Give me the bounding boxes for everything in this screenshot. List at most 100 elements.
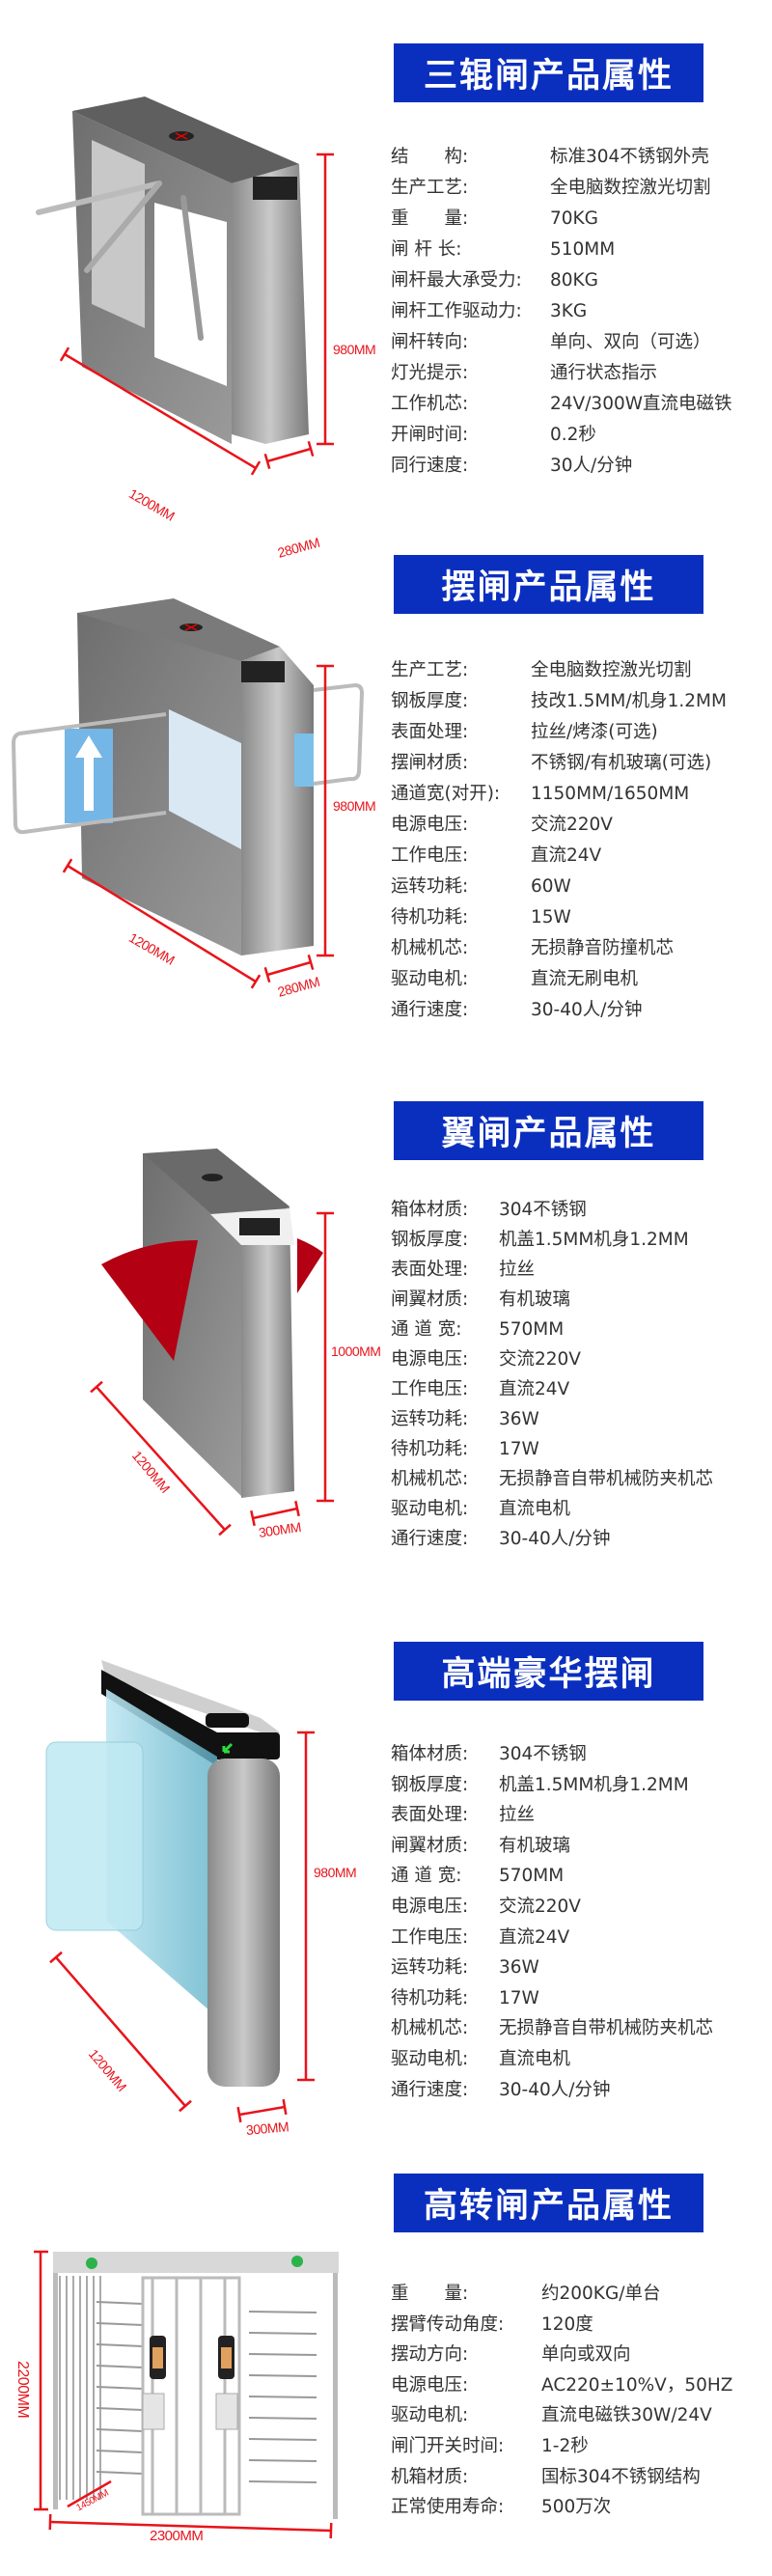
- spec-value: 30-40人/分钟: [531, 997, 643, 1024]
- spec-value: 30-40人/分钟: [499, 2077, 611, 2104]
- spec-label: 工作电压:: [391, 1925, 468, 1952]
- spec-label: 箱体材质:: [391, 1197, 468, 1224]
- spec-label: 驱动电机:: [391, 2402, 468, 2429]
- spec-value: 单向、双向（可选）: [550, 329, 711, 356]
- spec-label: 运转功耗:: [391, 1406, 468, 1433]
- spec-label: 重 量:: [391, 206, 468, 233]
- spec-label: 机械机芯:: [391, 2015, 468, 2042]
- spec-label: 摆臂传动角度:: [391, 2312, 504, 2339]
- spec-label: 闸 杆 长:: [391, 236, 462, 263]
- dimension-height-label: 2200MM: [14, 2361, 31, 2418]
- dimension-height-label: 980MM: [333, 798, 375, 814]
- spec-value: 机盖1.5MM机身1.2MM: [499, 1227, 689, 1254]
- spec-label: 驱动电机:: [391, 2046, 468, 2073]
- spec-label: 待机功耗:: [391, 904, 468, 931]
- spec-label: 通道宽(对开):: [391, 781, 500, 808]
- spec-value: 120度: [541, 2312, 593, 2339]
- spec-value: 304不锈钢: [499, 1197, 587, 1224]
- spec-label: 电源电压:: [391, 1346, 468, 1373]
- spec-value: 交流220V: [531, 812, 613, 839]
- spec-label: 工作机芯:: [391, 391, 468, 418]
- spec-label: 钢板厚度:: [391, 1227, 468, 1254]
- spec-label: 闸翼材质:: [391, 1287, 468, 1314]
- spec-label: 闸杆转向:: [391, 329, 468, 356]
- spec-value: 全电脑数控激光切割: [531, 657, 692, 684]
- spec-value: 15W: [531, 904, 571, 931]
- spec-label: 开闸时间:: [391, 422, 468, 449]
- spec-value: 直流无刷电机: [531, 966, 638, 993]
- spec-label: 通行速度:: [391, 997, 468, 1024]
- spec-value: 304不锈钢: [499, 1741, 587, 1768]
- dimension-height-label: 1000MM: [331, 1343, 380, 1359]
- spec-value: 570MM: [499, 1316, 564, 1343]
- dimension-height-label: 980MM: [314, 1865, 356, 1880]
- spec-label: 待机功耗:: [391, 1436, 468, 1463]
- spec-value: 直流电机: [499, 2046, 570, 2073]
- spec-value: 24V/300W直流电磁铁: [550, 391, 732, 418]
- spec-label: 工作电压:: [391, 1376, 468, 1403]
- spec-label: 同行速度:: [391, 453, 468, 480]
- spec-label: 钢板厚度:: [391, 688, 468, 715]
- spec-value: 通行状态指示: [550, 360, 657, 387]
- spec-label: 闸杆最大承受力:: [391, 267, 522, 294]
- spec-label: 表面处理:: [391, 719, 468, 746]
- spec-label: 机箱材质:: [391, 2464, 468, 2491]
- spec-label: 运转功耗:: [391, 873, 468, 900]
- spec-label: 重 量:: [391, 2281, 468, 2308]
- spec-value: 直流24V: [499, 1376, 569, 1403]
- dimension-height-label: 980MM: [333, 342, 375, 357]
- section-title: 翼闸产品属性: [394, 1101, 703, 1160]
- spec-label: 闸翼材质:: [391, 1833, 468, 1860]
- section-title: 摆闸产品属性: [394, 555, 703, 614]
- spec-value: 交流220V: [499, 1346, 581, 1373]
- spec-value: 510MM: [550, 236, 615, 263]
- spec-label: 摆闸材质:: [391, 750, 468, 777]
- spec-label: 钢板厚度:: [391, 1772, 468, 1799]
- spec-value: 拉丝/烤漆(可选): [531, 719, 658, 746]
- spec-value: 直流电磁铁30W/24V: [541, 2402, 712, 2429]
- section-title: 高端豪华摆闸: [394, 1642, 703, 1701]
- spec-label: 通 道 宽:: [391, 1316, 462, 1343]
- spec-label: 通行速度:: [391, 1526, 468, 1553]
- spec-value: 1-2秒: [541, 2433, 589, 2460]
- spec-value: 30人/分钟: [550, 453, 632, 480]
- spec-value: 80KG: [550, 267, 598, 294]
- spec-label: 通行速度:: [391, 2077, 468, 2104]
- spec-label: 闸杆工作驱动力:: [391, 298, 522, 325]
- spec-value: 有机玻璃: [499, 1287, 570, 1314]
- spec-label: 通 道 宽:: [391, 1863, 462, 1890]
- spec-value: 无损静音自带机械防夹机芯: [499, 2015, 713, 2042]
- spec-value: 0.2秒: [550, 422, 596, 449]
- spec-value: 无损静音自带机械防夹机芯: [499, 1466, 713, 1493]
- spec-value: 3KG: [550, 298, 587, 325]
- spec-value: 全电脑数控激光切割: [550, 175, 711, 202]
- spec-value: 机盖1.5MM机身1.2MM: [499, 1772, 689, 1799]
- spec-value: 有机玻璃: [499, 1833, 570, 1860]
- section-title: 高转闸产品属性: [394, 2174, 703, 2232]
- spec-label: 正常使用寿命:: [391, 2494, 504, 2521]
- spec-label: 运转功耗:: [391, 1954, 468, 1981]
- spec-value: 36W: [499, 1406, 539, 1433]
- spec-value: 交流220V: [499, 1894, 581, 1921]
- spec-label: 生产工艺:: [391, 175, 468, 202]
- spec-label: 电源电压:: [391, 1894, 468, 1921]
- spec-value: 570MM: [499, 1863, 564, 1890]
- spec-label: 待机功耗:: [391, 1985, 468, 2012]
- spec-label: 闸门开关时间:: [391, 2433, 504, 2460]
- spec-value: 17W: [499, 1436, 539, 1463]
- spec-label: 结 构:: [391, 144, 468, 171]
- spec-label: 驱动电机:: [391, 966, 468, 993]
- spec-value: 无损静音防撞机芯: [531, 935, 674, 962]
- spec-value: 直流24V: [531, 843, 601, 870]
- spec-value: 60W: [531, 873, 571, 900]
- spec-label: 电源电压:: [391, 2372, 468, 2399]
- spec-value: 单向或双向: [541, 2341, 631, 2368]
- spec-value: 70KG: [550, 206, 598, 233]
- spec-label: 摆动方向:: [391, 2341, 468, 2368]
- spec-value: AC220±10%V，50HZ: [541, 2372, 732, 2399]
- spec-value: 1150MM/1650MM: [531, 781, 689, 808]
- spec-value: 直流电机: [499, 1496, 570, 1523]
- spec-label: 机械机芯:: [391, 1466, 468, 1493]
